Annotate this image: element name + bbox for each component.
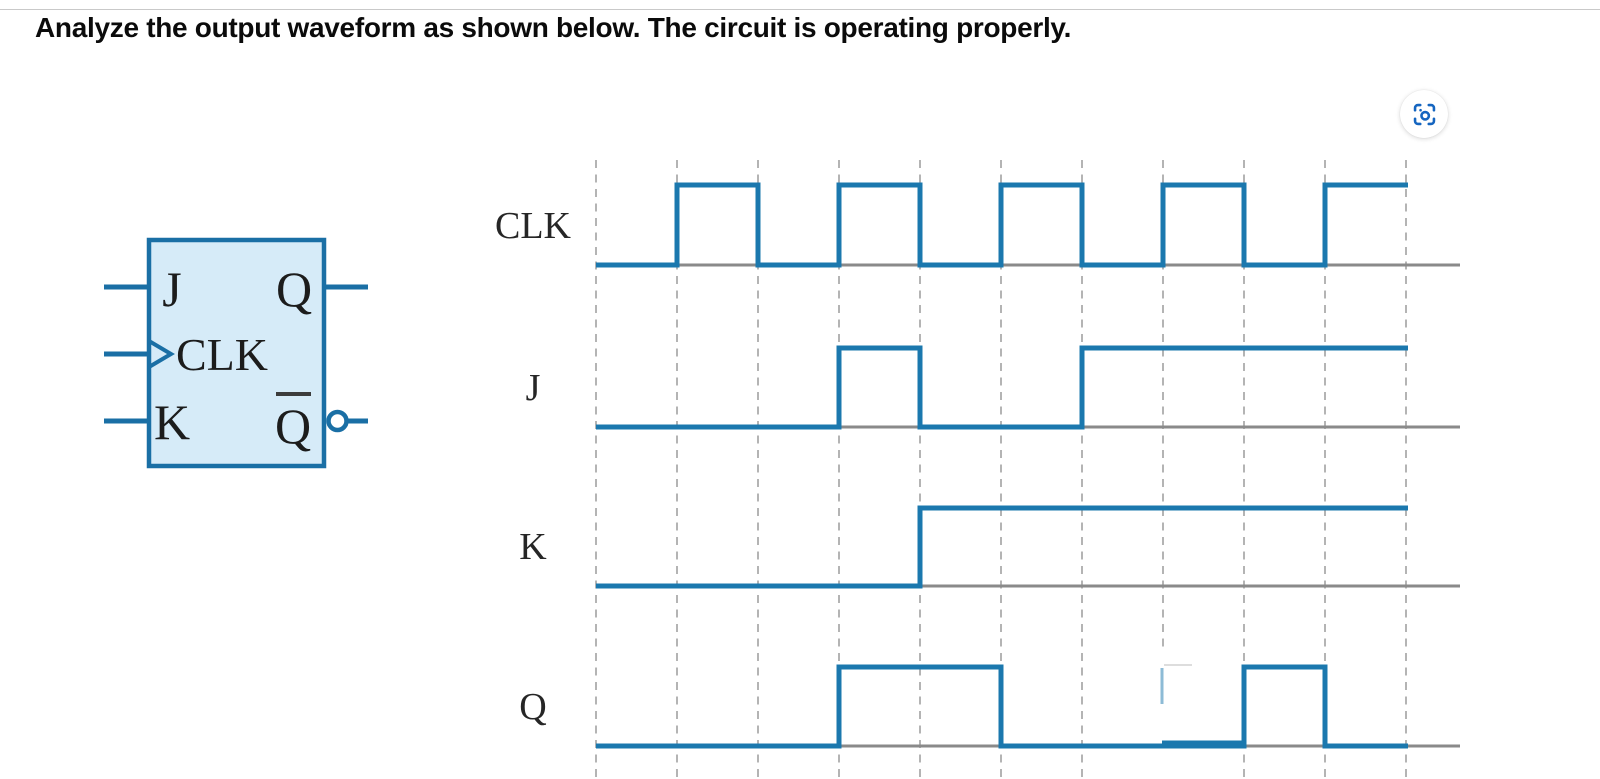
flipflop-j-label: J <box>162 261 182 317</box>
screen-capture-button[interactable] <box>1400 90 1448 138</box>
grid-lines <box>595 160 1407 779</box>
flipflop-qbar-overbar <box>276 392 311 396</box>
clock-edge-triangle-icon <box>147 339 175 369</box>
flipflop-q-label: Q <box>275 261 313 317</box>
waveform-J <box>596 345 1408 430</box>
waveform-label-j: J <box>525 367 541 409</box>
waveform-label-k: K <box>519 526 547 568</box>
screen-capture-icon <box>1413 103 1435 125</box>
question-title: Analyze the output waveform as shown bel… <box>35 12 1072 43</box>
flipflop-clk-label: CLK <box>176 329 268 380</box>
flipflop-k-label: K <box>153 394 191 450</box>
inversion-bubble-icon <box>326 409 349 433</box>
waveform-Q <box>596 664 1408 749</box>
top-divider <box>0 9 1600 10</box>
ghost-pulse-artifact <box>1160 664 1246 746</box>
waveform-label-q: Q <box>519 686 547 728</box>
baselines <box>596 263 1460 748</box>
waveform-label-clk: CLK <box>495 205 571 247</box>
waveform-CLK <box>596 182 1408 268</box>
flipflop-qbar-label: Q <box>274 398 312 454</box>
erased-area-artifact <box>1118 652 1218 779</box>
waveform-K <box>596 505 1408 589</box>
